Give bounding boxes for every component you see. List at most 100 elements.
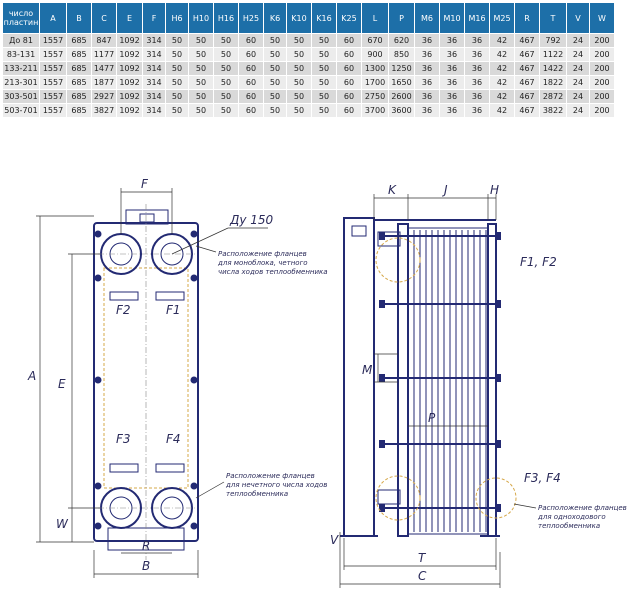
table-cell: 50 xyxy=(189,48,213,61)
side-circle-bottom-right xyxy=(475,477,517,519)
front-top-lug xyxy=(139,213,155,223)
table-cell: 685 xyxy=(67,104,91,117)
table-cell: 50 xyxy=(287,62,311,75)
table-cell: 50 xyxy=(189,90,213,103)
table-cell: 1092 xyxy=(117,48,142,61)
table-cell: 50 xyxy=(214,90,238,103)
table-cell: 36 xyxy=(465,34,489,47)
table-cell: 50 xyxy=(214,76,238,89)
table-cell: 50 xyxy=(312,90,336,103)
table-cell: 36 xyxy=(415,48,439,61)
side-top-flange xyxy=(377,231,401,247)
front-slot-tl xyxy=(109,291,139,301)
table-cell: 685 xyxy=(67,34,91,47)
column-header: H6 xyxy=(166,3,188,33)
table-cell: 60 xyxy=(337,48,361,61)
table-cell: 314 xyxy=(143,104,165,117)
column-header: B xyxy=(67,3,91,33)
table-cell: 50 xyxy=(287,104,311,117)
note-mono-1: Расположение фланцев xyxy=(218,250,307,258)
table-cell: 200 xyxy=(590,104,614,117)
table-cell: 42 xyxy=(490,90,514,103)
table-cell: 200 xyxy=(590,34,614,47)
note-mono-3: числа ходов теплообменника xyxy=(218,268,328,276)
table-cell: 850 xyxy=(389,48,414,61)
table-cell: 42 xyxy=(490,34,514,47)
table-cell: 50 xyxy=(264,62,286,75)
table-cell: 36 xyxy=(440,104,464,117)
table-cell: 792 xyxy=(540,34,566,47)
table-cell: 1557 xyxy=(40,90,66,103)
table-cell: 24 xyxy=(567,48,589,61)
table-cell: 467 xyxy=(515,104,539,117)
note-single-1: Расположение фланцев xyxy=(538,504,627,512)
dim-m: M xyxy=(362,363,373,377)
note-odd-1: Расположение фланцев xyxy=(226,472,315,480)
table-cell: 314 xyxy=(143,62,165,75)
table-cell: 685 xyxy=(67,76,91,89)
table-cell: 50 xyxy=(214,48,238,61)
table-cell: 2600 xyxy=(389,90,414,103)
table-cell: 1092 xyxy=(117,90,142,103)
label-f2: F2 xyxy=(116,303,131,317)
table-cell: 847 xyxy=(92,34,116,47)
column-header: V xyxy=(567,3,589,33)
table-cell: 467 xyxy=(515,90,539,103)
table-cell: 60 xyxy=(239,34,263,47)
table-cell: 42 xyxy=(490,62,514,75)
table-cell: 36 xyxy=(465,104,489,117)
dim-f: F xyxy=(141,177,149,191)
column-header: A xyxy=(40,3,66,33)
column-header: H25 xyxy=(239,3,263,33)
table-cell: 60 xyxy=(337,104,361,117)
table-cell: 670 xyxy=(362,34,388,47)
table-cell: 50 xyxy=(166,90,188,103)
table-cell: 50 xyxy=(189,76,213,89)
table-cell: 50 xyxy=(264,90,286,103)
table-cell: 50 xyxy=(264,48,286,61)
note-single-3: теплообменника xyxy=(538,522,600,530)
table-cell: 2872 xyxy=(540,90,566,103)
front-slot-tr xyxy=(155,291,185,301)
table-cell: 36 xyxy=(415,104,439,117)
table-cell: 685 xyxy=(67,62,91,75)
table-cell: 1300 xyxy=(362,62,388,75)
table-cell: 1250 xyxy=(389,62,414,75)
table-cell: 36 xyxy=(465,90,489,103)
table-cell: 200 xyxy=(590,62,614,75)
column-header: K6 xyxy=(264,3,286,33)
column-header: M10 xyxy=(440,3,464,33)
table-cell: 50 xyxy=(214,104,238,117)
table-cell: 60 xyxy=(239,62,263,75)
table-cell: 50 xyxy=(312,34,336,47)
table-cell: 50 xyxy=(264,76,286,89)
column-header: P xyxy=(389,3,414,33)
table-cell: 50 xyxy=(166,76,188,89)
table-cell: 50 xyxy=(312,48,336,61)
side-view: K J H M P V T C F1, F2 F3, F4 Расположен… xyxy=(330,183,627,588)
table-cell: 42 xyxy=(490,76,514,89)
dim-h: H xyxy=(490,183,499,197)
table-cell: 1822 xyxy=(540,76,566,89)
side-fixed-plate xyxy=(343,217,375,537)
table-cell: 36 xyxy=(415,62,439,75)
table-cell: 50 xyxy=(214,34,238,47)
label-f1f2: F1, F2 xyxy=(520,255,557,269)
table-cell: 50 xyxy=(264,34,286,47)
table-cell: 50 xyxy=(166,48,188,61)
table-cell: 50 xyxy=(312,62,336,75)
table-cell: 50 xyxy=(189,104,213,117)
table-cell: 200 xyxy=(590,48,614,61)
dim-v: V xyxy=(330,533,339,547)
table-cell: 60 xyxy=(239,76,263,89)
dim-p: P xyxy=(428,411,436,425)
table-cell: 24 xyxy=(567,62,589,75)
column-header: C xyxy=(92,3,116,33)
table-cell: 1122 xyxy=(540,48,566,61)
